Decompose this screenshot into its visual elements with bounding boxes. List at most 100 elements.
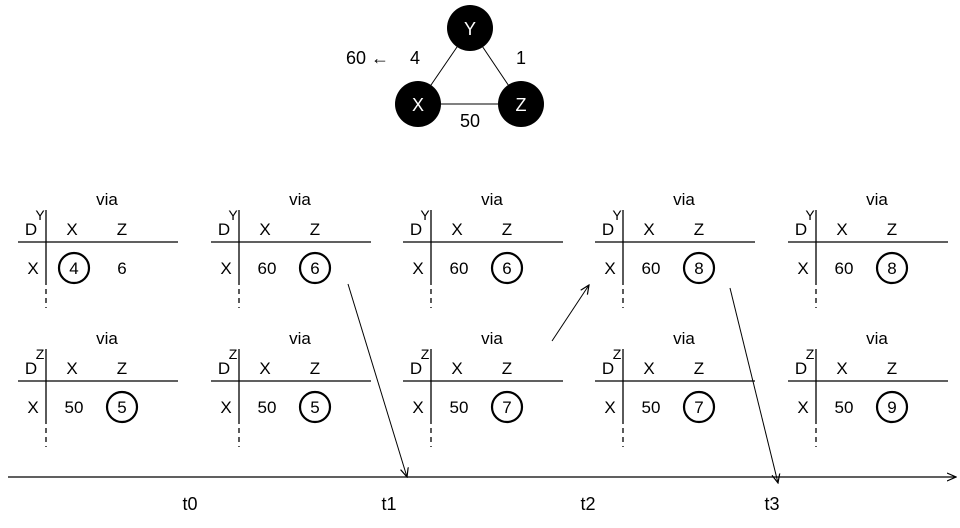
dest-header: D xyxy=(218,359,230,378)
edge-y-x-change-note: 60 ← xyxy=(346,48,389,68)
cost-via-x: 60 xyxy=(258,259,277,278)
table-node-label: Z xyxy=(36,346,45,362)
edge-x-z-cost: 50 xyxy=(460,111,480,131)
table-node-label: Z xyxy=(613,346,622,362)
via-label: via xyxy=(673,329,695,348)
col-header-z: Z xyxy=(502,220,512,239)
table-node-label: Y xyxy=(228,207,238,223)
table-node-label: Y xyxy=(35,207,45,223)
via-label: via xyxy=(866,190,888,209)
via-label: via xyxy=(866,329,888,348)
min-cost-circle xyxy=(298,390,332,424)
dest-header: D xyxy=(218,220,230,239)
col-header-z: Z xyxy=(694,359,704,378)
network-graph: Y X Z 60 ← 4 1 50 xyxy=(346,5,544,131)
col-header-z: Z xyxy=(310,220,320,239)
row-label-x: X xyxy=(27,398,38,417)
cost-via-z: 6 xyxy=(310,259,319,278)
row-label-x: X xyxy=(797,259,808,278)
via-label: via xyxy=(289,190,311,209)
col-header-x: X xyxy=(451,220,462,239)
min-cost-circle xyxy=(875,251,909,285)
dest-header: D xyxy=(602,220,614,239)
cost-via-x: 60 xyxy=(642,259,661,278)
cost-via-x: 60 xyxy=(450,259,469,278)
via-label: via xyxy=(96,329,118,348)
via-label: via xyxy=(289,329,311,348)
col-header-z: Z xyxy=(694,220,704,239)
dest-header: D xyxy=(25,359,37,378)
col-header-x: X xyxy=(259,359,270,378)
col-header-x: X xyxy=(836,359,847,378)
row-label-x: X xyxy=(412,398,423,417)
update-arrow-y1-to-z2 xyxy=(347,283,407,477)
dest-header: D xyxy=(25,220,37,239)
row-label-x: X xyxy=(604,398,615,417)
via-label: via xyxy=(481,190,503,209)
cost-via-x: 4 xyxy=(69,259,78,278)
col-header-x: X xyxy=(66,220,77,239)
node-x xyxy=(395,81,441,127)
cost-via-x: 50 xyxy=(258,398,277,417)
cost-via-x: 60 xyxy=(835,259,854,278)
dest-header: D xyxy=(795,359,807,378)
update-arrow-z2-to-y3 xyxy=(551,285,589,342)
col-header-x: X xyxy=(643,359,654,378)
update-arrows xyxy=(347,283,778,483)
dest-header: D xyxy=(602,359,614,378)
timeline-label-t0: t0 xyxy=(182,494,197,514)
node-y-label: Y xyxy=(464,19,476,39)
col-header-z: Z xyxy=(502,359,512,378)
table-node-label: Z xyxy=(229,346,238,362)
row-label-x: X xyxy=(220,398,231,417)
timeline-label-t2: t2 xyxy=(580,494,595,514)
timeline-label-t3: t3 xyxy=(764,494,779,514)
table-node-label: Z xyxy=(421,346,430,362)
edge-y-x-cost: 4 xyxy=(410,48,420,68)
cost-via-z: 5 xyxy=(310,398,319,417)
cost-via-z: 9 xyxy=(887,398,896,417)
dest-header: D xyxy=(410,220,422,239)
cost-via-z: 6 xyxy=(502,259,511,278)
min-cost-circle xyxy=(682,390,716,424)
row-label-x: X xyxy=(412,259,423,278)
min-cost-circle xyxy=(105,390,139,424)
table-node-label: Y xyxy=(805,207,815,223)
col-header-x: X xyxy=(643,220,654,239)
min-cost-circle xyxy=(490,390,524,424)
col-header-z: Z xyxy=(117,359,127,378)
cost-via-z: 7 xyxy=(694,398,703,417)
node-x-label: X xyxy=(412,95,424,115)
update-arrow-y3-to-z4 xyxy=(729,287,778,483)
node-z-label: Z xyxy=(516,95,527,115)
col-header-x: X xyxy=(836,220,847,239)
col-header-z: Z xyxy=(887,220,897,239)
node-y xyxy=(447,5,493,51)
col-header-z: Z xyxy=(117,220,127,239)
cost-via-z: 5 xyxy=(117,398,126,417)
min-cost-circle xyxy=(682,251,716,285)
cost-via-x: 50 xyxy=(835,398,854,417)
cost-via-z: 7 xyxy=(502,398,511,417)
edge-y-z-cost: 1 xyxy=(516,48,526,68)
via-label: via xyxy=(673,190,695,209)
dest-header: D xyxy=(795,220,807,239)
timeline-label-t1: t1 xyxy=(381,494,396,514)
via-label: via xyxy=(481,329,503,348)
cost-via-z: 8 xyxy=(694,259,703,278)
table-node-label: Z xyxy=(806,346,815,362)
dest-header: D xyxy=(410,359,422,378)
row-label-x: X xyxy=(604,259,615,278)
col-header-z: Z xyxy=(310,359,320,378)
min-cost-circle xyxy=(57,251,91,285)
col-header-x: X xyxy=(451,359,462,378)
